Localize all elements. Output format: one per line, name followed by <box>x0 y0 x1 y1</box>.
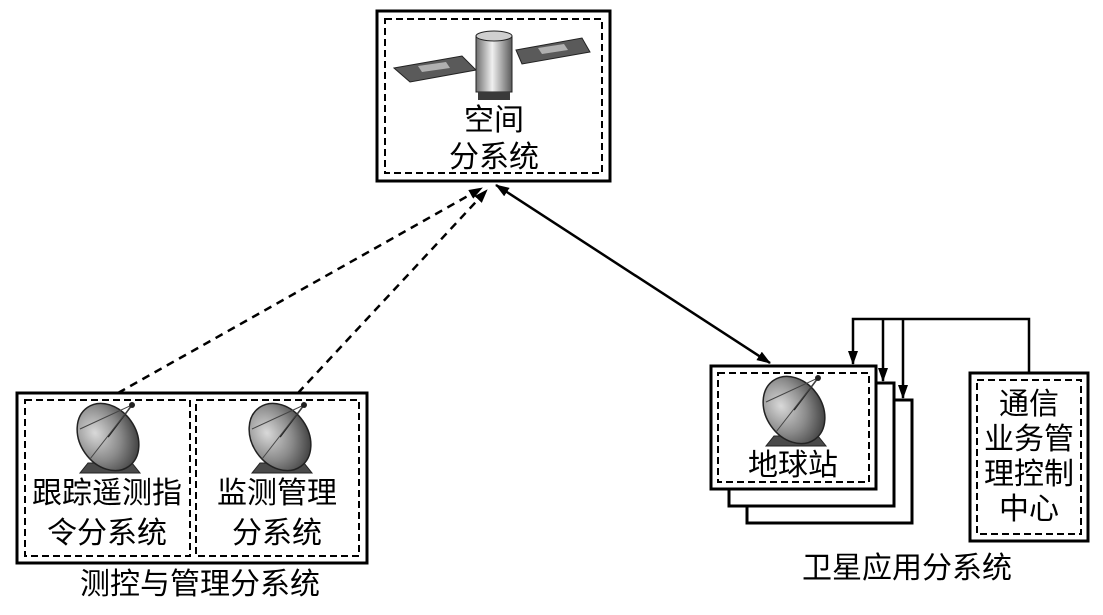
ttc-label-line1: 跟踪遥测指 <box>32 476 182 511</box>
ttc-label-line2: 令分系统 <box>47 516 167 551</box>
space-label-line1: 空间 <box>464 103 524 138</box>
control-group-caption: 测控与管理分系统 <box>80 567 320 602</box>
space-label-line2: 分系统 <box>449 140 539 175</box>
ttc-node: 跟踪遥测指 令分系统 <box>32 390 182 551</box>
comm-label-line2: 业务管 <box>984 422 1074 457</box>
ground-station-label: 地球站 <box>748 448 838 483</box>
monitor-label-line1: 监测管理 <box>217 476 337 511</box>
comm-center-node: 通信 业务管 理控制 中心 <box>968 371 1090 543</box>
monitor-node: 监测管理 分系统 <box>217 390 337 551</box>
comm-label-line1: 通信 <box>999 387 1059 422</box>
comm-label-line4: 中心 <box>999 492 1059 527</box>
comm-label-line3: 理控制 <box>984 457 1074 492</box>
space-ground-link <box>495 183 771 365</box>
satellite-icon <box>392 30 591 100</box>
ttc-to-space-link <box>117 186 483 395</box>
control-group: 跟踪遥测指 令分系统 监测管理 分系统 <box>15 390 369 565</box>
monitor-label-line2: 分系统 <box>232 516 322 551</box>
comm-feed-lines <box>848 317 1031 399</box>
ground-station-stack: 地球站 <box>709 363 914 525</box>
application-group-caption: 卫星应用分系统 <box>802 551 1012 586</box>
ground-station-node: 地球站 <box>748 363 839 483</box>
space-subsystem-node: 空间 分系统 <box>375 9 612 183</box>
monitor-to-space-link <box>297 189 488 394</box>
